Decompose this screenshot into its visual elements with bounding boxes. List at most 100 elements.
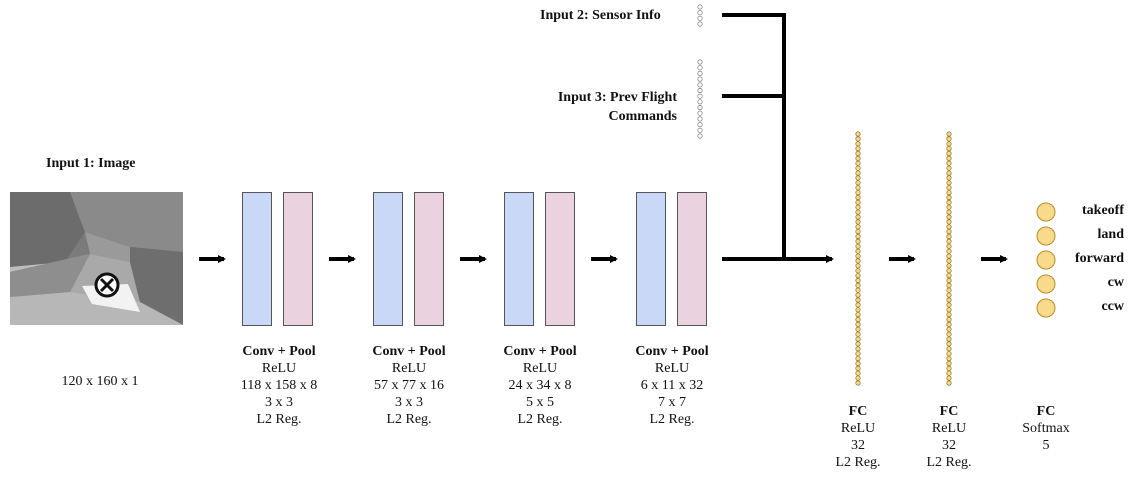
- fc-block-activation: ReLU: [931, 421, 967, 436]
- fc-block-title: FC: [848, 404, 868, 419]
- conv-block-reg: L2 Reg.: [256, 412, 302, 427]
- fc-block-reg: L2 Reg.: [926, 455, 972, 470]
- conv-block-kernel: 3 x 3: [395, 395, 423, 410]
- conv-block-title: Conv + Pool: [372, 344, 446, 359]
- fc-block-activation: Softmax: [1022, 421, 1070, 436]
- fc2-neuron: [946, 136, 952, 142]
- fc1-neuron: [855, 341, 861, 347]
- fc2-neuron: [946, 336, 952, 342]
- fc2-neuron: [946, 204, 952, 210]
- fc1-neuron: [855, 170, 861, 176]
- prev-command-neuron: [697, 93, 703, 99]
- fc2-neuron: [946, 165, 952, 171]
- fc2-neuron: [946, 238, 952, 244]
- fc-block-activation: ReLU: [840, 421, 876, 436]
- fc1-neuron: [855, 214, 861, 220]
- fc2-neuron: [946, 253, 952, 259]
- fc2-neuron: [946, 355, 952, 362]
- pool-layer-2: [414, 192, 444, 326]
- conv-block-title: Conv + Pool: [635, 344, 709, 359]
- fc-block-title: FC: [1036, 404, 1056, 419]
- conv-block-title: Conv + Pool: [242, 344, 316, 359]
- fc2-neuron: [946, 302, 952, 308]
- fc1-neuron: [855, 307, 861, 313]
- fc-block-units: 32: [942, 438, 956, 453]
- input-image: [10, 192, 183, 325]
- fc1-neuron: [855, 336, 861, 342]
- conv-block-reg: L2 Reg.: [386, 412, 432, 427]
- fc2-neuron: [946, 292, 952, 298]
- fc2-neuron: [946, 214, 952, 220]
- fc2-neuron: [946, 365, 952, 371]
- neuron-columns: [697, 4, 952, 386]
- fc2-neuron: [946, 287, 952, 293]
- fc-block-units: 5: [1042, 438, 1050, 453]
- fc1-neuron: [855, 248, 861, 254]
- prev-command-neuron: [697, 82, 703, 88]
- fc2-neuron: [946, 209, 952, 215]
- conv-block-activation: ReLU: [261, 361, 297, 376]
- fc2-neuron: [946, 175, 952, 181]
- conv-block-kernel: 5 x 5: [526, 395, 554, 410]
- prev-command-neuron: [697, 70, 703, 77]
- fc1-neuron: [855, 292, 861, 298]
- fc1-neuron: [855, 160, 861, 166]
- fc1-neuron: [855, 326, 861, 332]
- conv-layer-4: [636, 192, 666, 326]
- fc2-neuron: [946, 131, 952, 137]
- input1-shape: 120 x 160 x 1: [61, 374, 139, 389]
- fc-block-units: 32: [851, 438, 865, 453]
- prev-command-neuron: [697, 116, 703, 122]
- fc1-neuron: [855, 272, 861, 279]
- fc1-neuron: [855, 131, 861, 137]
- input3-title-line1: Input 3: Prev Flight: [557, 90, 677, 105]
- fc-block-2-caption: FC ReLU 32 L2 Reg.: [909, 403, 989, 471]
- fc2-neuron: [946, 331, 952, 337]
- sensor-input-neuron: [697, 15, 703, 21]
- prev-command-neuron: [697, 87, 703, 94]
- fc1-neuron: [855, 355, 861, 362]
- conv-block-shape: 57 x 77 x 16: [374, 378, 444, 393]
- fc-block-1-caption: FC ReLU 32 L2 Reg.: [818, 403, 898, 471]
- conv-block-1-caption: Conv + Pool ReLU 118 x 158 x 8 3 x 3 L2 …: [209, 343, 349, 428]
- fc2-neuron: [946, 380, 952, 386]
- fc1-neuron: [855, 375, 861, 381]
- pool-layer-1: [283, 192, 313, 326]
- fc1-neuron: [855, 380, 861, 386]
- conv-block-activation: ReLU: [522, 361, 558, 376]
- fc1-neuron: [855, 370, 861, 376]
- output-label-forward: forward: [1075, 251, 1124, 266]
- drone-camera-image: [10, 192, 183, 325]
- fc2-neuron: [946, 243, 952, 249]
- fc1-neuron: [855, 219, 861, 225]
- prev-command-neuron: [697, 110, 703, 116]
- fc-block-title: FC: [939, 404, 959, 419]
- conv-block-shape: 118 x 158 x 8: [240, 378, 318, 393]
- fc1-neuron: [855, 238, 861, 244]
- input2-title: Input 2: Sensor Info: [540, 8, 661, 23]
- fc2-neuron: [946, 297, 952, 303]
- fc2-neuron: [946, 316, 952, 323]
- fc2-neuron: [946, 146, 952, 152]
- fc2-neuron: [946, 170, 952, 176]
- fc2-neuron: [946, 341, 952, 347]
- fc1-neuron: [855, 175, 861, 181]
- fc2-neuron: [946, 263, 952, 269]
- fc1-neuron: [855, 287, 861, 293]
- fc1-neuron: [855, 224, 861, 230]
- fc2-neuron: [946, 141, 952, 147]
- fc1-neuron: [855, 185, 861, 191]
- fc1-neuron: [855, 297, 861, 303]
- fc2-neuron: [946, 194, 952, 201]
- fc1-neuron: [855, 253, 861, 259]
- conv-block-kernel: 3 x 3: [265, 395, 293, 410]
- fc1-neuron: [855, 277, 861, 284]
- fc2-neuron: [946, 219, 952, 225]
- output-neuron-ccw: [1036, 298, 1056, 318]
- prev-command-neuron: [697, 76, 703, 82]
- fc2-neuron: [946, 370, 952, 376]
- fc2-neuron: [946, 150, 952, 157]
- sensor-input-neuron: [697, 4, 703, 10]
- fc2-neuron: [946, 258, 952, 264]
